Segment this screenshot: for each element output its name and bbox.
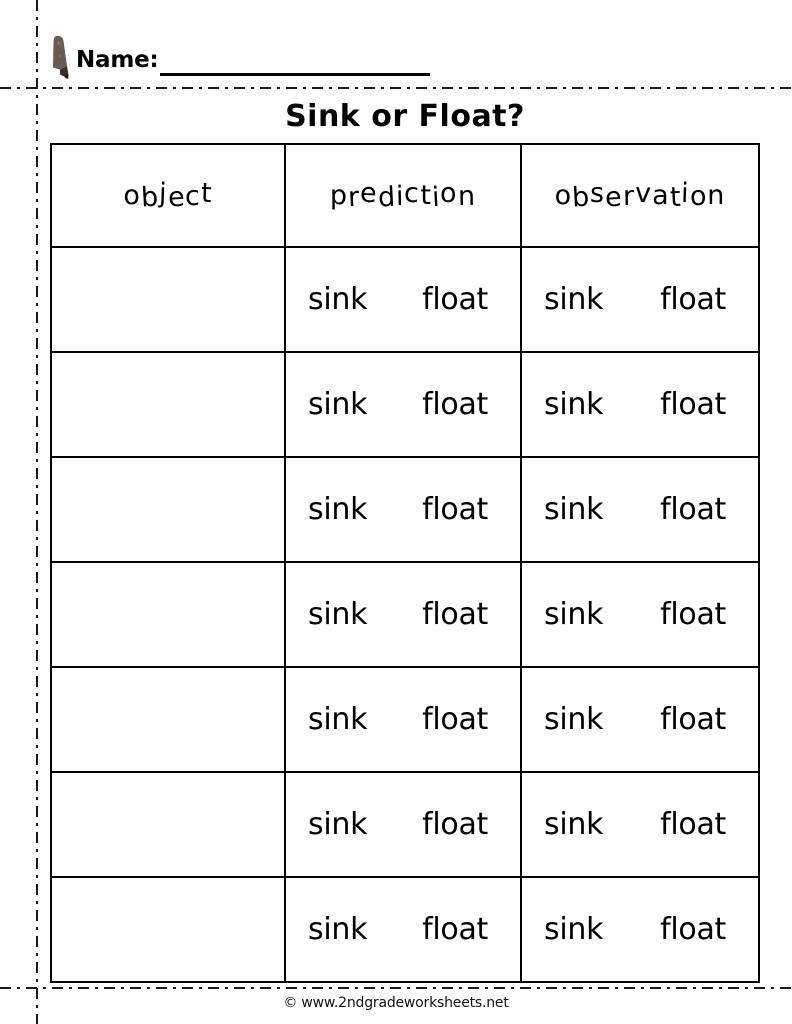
observation-option-sink[interactable]: sink [544, 492, 604, 527]
object-entry-cell[interactable] [50, 561, 286, 668]
observation-option-sink[interactable]: sink [544, 282, 604, 317]
object-entry-cell[interactable] [50, 666, 286, 773]
prediction-choices: sink float [286, 597, 520, 632]
column-header-object-label: object [123, 177, 214, 214]
table-row: sink float sink float [50, 351, 760, 458]
column-header-observation-label: observation [554, 177, 726, 214]
prediction-option-sink[interactable]: sink [308, 492, 368, 527]
observation-option-float[interactable]: float [660, 702, 726, 737]
footer-credit: © www.2ndgradeworksheets.net [283, 995, 509, 1011]
table-row: sink float sink float [50, 561, 760, 668]
prediction-choices: sink float [286, 702, 520, 737]
prediction-option-sink[interactable]: sink [308, 387, 368, 422]
prediction-choices: sink float [286, 492, 520, 527]
prediction-option-float[interactable]: float [422, 807, 488, 842]
page-title: Sink or Float? [285, 99, 525, 134]
column-header-prediction-label: prediction [329, 177, 477, 214]
observation-choices: sink float [522, 702, 758, 737]
observation-option-float[interactable]: float [660, 597, 726, 632]
prediction-cell: sink float [284, 351, 522, 458]
observation-cell: sink float [520, 876, 760, 983]
observation-option-float[interactable]: float [660, 492, 726, 527]
object-entry-cell[interactable] [50, 246, 286, 353]
table-row: sink float sink float [50, 666, 760, 773]
prediction-option-sink[interactable]: sink [308, 807, 368, 842]
trim-line-top [0, 87, 792, 89]
prediction-option-sink[interactable]: sink [308, 597, 368, 632]
prediction-choices: sink float [286, 807, 520, 842]
name-input[interactable] [159, 47, 430, 76]
table-row: sink float sink float [50, 771, 760, 878]
observation-option-sink[interactable]: sink [544, 807, 604, 842]
prediction-cell: sink float [284, 771, 522, 878]
prediction-option-sink[interactable]: sink [308, 912, 368, 947]
prediction-option-float[interactable]: float [422, 912, 488, 947]
prediction-choices: sink float [286, 912, 520, 947]
observation-option-float[interactable]: float [660, 387, 726, 422]
object-entry-cell[interactable] [50, 456, 286, 563]
column-header-object: object [50, 143, 286, 248]
prediction-option-float[interactable]: float [422, 282, 488, 317]
prediction-option-float[interactable]: float [422, 597, 488, 632]
observation-cell: sink float [520, 456, 760, 563]
observation-cell: sink float [520, 351, 760, 458]
prediction-cell: sink float [284, 456, 522, 563]
observation-choices: sink float [522, 387, 758, 422]
object-entry-cell[interactable] [50, 351, 286, 458]
observation-choices: sink float [522, 807, 758, 842]
table-row: sink float sink float [50, 246, 760, 353]
observation-choices: sink float [522, 597, 758, 632]
prediction-choices: sink float [286, 387, 520, 422]
object-entry-cell[interactable] [50, 876, 286, 983]
prediction-option-sink[interactable]: sink [308, 702, 368, 737]
prediction-option-sink[interactable]: sink [308, 282, 368, 317]
prediction-cell: sink float [284, 246, 522, 353]
prediction-cell: sink float [284, 666, 522, 773]
observation-choices: sink float [522, 492, 758, 527]
trim-line-bottom [0, 987, 792, 989]
prediction-option-float[interactable]: float [422, 387, 488, 422]
trim-line-left [36, 0, 38, 1024]
table-row: sink float sink float [50, 876, 760, 983]
observation-option-sink[interactable]: sink [544, 912, 604, 947]
observation-option-float[interactable]: float [660, 282, 726, 317]
object-entry-cell[interactable] [50, 771, 286, 878]
name-row: Name: [48, 35, 430, 79]
table-header-row: object prediction observation [50, 143, 760, 248]
table-row: sink float sink float [50, 456, 760, 563]
prediction-option-float[interactable]: float [422, 702, 488, 737]
observation-option-sink[interactable]: sink [544, 597, 604, 632]
observation-cell: sink float [520, 561, 760, 668]
observation-option-float[interactable]: float [660, 912, 726, 947]
prediction-choices: sink float [286, 282, 520, 317]
observation-option-sink[interactable]: sink [544, 387, 604, 422]
observation-choices: sink float [522, 912, 758, 947]
prediction-option-float[interactable]: float [422, 492, 488, 527]
prediction-cell: sink float [284, 876, 522, 983]
column-header-observation: observation [520, 143, 760, 248]
observation-choices: sink float [522, 282, 758, 317]
observation-option-sink[interactable]: sink [544, 702, 604, 737]
name-label: Name: [76, 47, 159, 73]
observation-cell: sink float [520, 246, 760, 353]
prediction-cell: sink float [284, 561, 522, 668]
observation-cell: sink float [520, 771, 760, 878]
observation-option-float[interactable]: float [660, 807, 726, 842]
observation-cell: sink float [520, 666, 760, 773]
pencil-icon [53, 35, 69, 79]
column-header-prediction: prediction [284, 143, 522, 248]
